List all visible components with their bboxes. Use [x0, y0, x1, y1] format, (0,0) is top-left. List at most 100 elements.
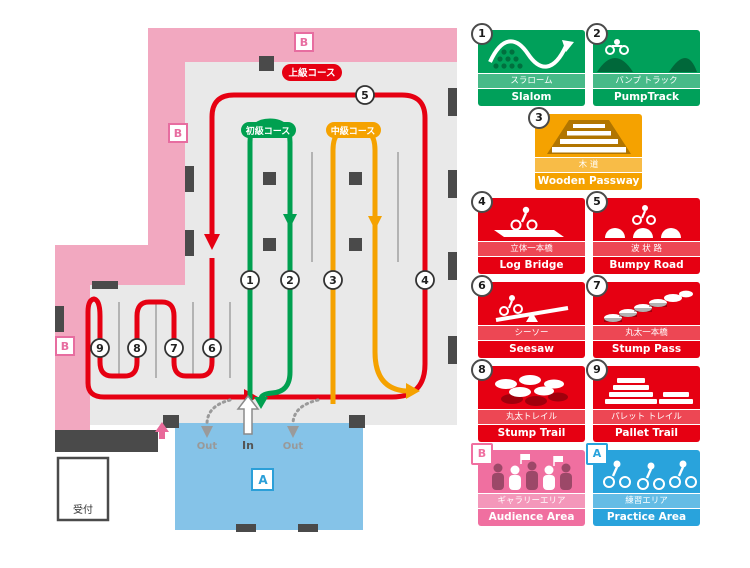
marker-9: 9 [90, 338, 110, 358]
out-label-left: Out [197, 441, 218, 452]
beginner-course-pill: 初級コース [241, 122, 296, 138]
map-area-badges: B B B A [55, 32, 314, 491]
intermediate-arrow-exit [406, 383, 420, 399]
svg-text:2: 2 [286, 274, 294, 287]
card-label-en: Seesaw [478, 340, 585, 357]
legend-card-wooden-passway: 3 木 道 Wooden Passway [528, 107, 642, 190]
advanced-course-pill: 上級コース [282, 64, 342, 81]
card-label-jp: 丸太トレイル [478, 409, 585, 424]
legend-card-audience-area: B ギャラリーエリア Audience Area [471, 443, 585, 526]
legend-card-bumpy-road: 5 波 状 路 Bumpy Road [586, 191, 700, 274]
marker-1: 1 [240, 270, 260, 290]
out-arrow-right [287, 426, 299, 438]
card-label-jp: シーソー [478, 325, 585, 340]
practice-badge: A [251, 468, 274, 491]
legend-card-seesaw: 6 シーソー Seesaw [471, 275, 585, 358]
seesaw-icon [478, 282, 585, 325]
marker-2: 2 [280, 270, 300, 290]
card-label-en: Bumpy Road [593, 256, 700, 273]
stump-trail-icon [478, 366, 585, 409]
pumptrack-icon [593, 30, 700, 73]
intermediate-course-pill: 中級コース [326, 122, 381, 138]
in-label: In [242, 439, 254, 452]
out-paths [205, 398, 320, 426]
log-bridge-icon [478, 198, 585, 241]
marker-5: 5 [355, 85, 375, 105]
card-label-jp: 木 道 [535, 157, 642, 172]
legend-card-pallet-trail: 9 パレット トレイル Pallet Trail [586, 359, 700, 442]
intermediate-arrow-mid [368, 216, 382, 230]
marker-6: 6 [202, 338, 222, 358]
legend-card-log-bridge: 4 立体一本橋 Log Bridge [471, 191, 585, 274]
card-label-jp: 練習エリア [593, 493, 700, 508]
in-arrow [236, 394, 260, 435]
card-number-badge: 8 [471, 359, 493, 381]
audience-badge-top: B [294, 32, 314, 52]
marker-7: 7 [164, 338, 184, 358]
card-label-en: Stump Pass [593, 340, 700, 357]
svg-text:B: B [174, 127, 182, 140]
svg-text:A: A [258, 473, 268, 487]
svg-text:9: 9 [96, 342, 104, 355]
card-number-badge: 4 [471, 191, 493, 213]
marker-8: 8 [127, 338, 147, 358]
card-label-jp: ギャラリーエリア [478, 493, 585, 508]
pallet-trail-icon [593, 366, 700, 409]
card-label-jp: 立体一本橋 [478, 241, 585, 256]
intermediate-course-label: 中級コース [331, 125, 376, 137]
card-label-en: Slalom [478, 88, 585, 105]
card-number-badge: 7 [586, 275, 608, 297]
advanced-arrow-down [204, 234, 220, 250]
bumpy-road-icon [593, 198, 700, 241]
divider-walls [118, 152, 399, 378]
legend-card-pumptrack: 2 バンプ トラック PumpTrack [586, 23, 700, 106]
card-label-en: Wooden Passway [535, 172, 642, 189]
beginner-arrow-exit [254, 397, 268, 409]
advanced-course-label: 上級コース [288, 67, 335, 79]
svg-text:1: 1 [246, 274, 254, 287]
practice-area-icon [593, 450, 700, 493]
legend-card-slalom: 1 スラローム Slalom [471, 23, 585, 106]
svg-text:B: B [61, 340, 69, 353]
card-label-en: Audience Area [478, 508, 585, 525]
course-map: 受付 [55, 28, 457, 532]
card-label-jp: バンプ トラック [593, 73, 700, 88]
course-markers: 1 2 3 4 5 6 7 8 9 [90, 85, 435, 358]
card-label-jp: パレット トレイル [593, 409, 700, 424]
reception-label: 受付 [73, 503, 93, 516]
audience-area-icon [478, 450, 585, 493]
beginner-course-label: 初級コース [246, 125, 291, 137]
svg-text:4: 4 [421, 274, 429, 287]
card-number-badge: 6 [471, 275, 493, 297]
card-number-badge: 9 [586, 359, 608, 381]
stump-pass-icon [593, 282, 700, 325]
svg-text:B: B [300, 36, 308, 49]
legend-card-practice-area: A 練習エリア Practice Area [586, 443, 700, 526]
slalom-icon [478, 30, 585, 73]
card-label-en: Pallet Trail [593, 424, 700, 441]
card-label-en: Log Bridge [478, 256, 585, 273]
audience-badge-farleft: B [55, 336, 75, 356]
card-number-badge: 5 [586, 191, 608, 213]
legend-card-stump-pass: 7 丸太一本橋 Stump Pass [586, 275, 700, 358]
svg-text:6: 6 [208, 342, 216, 355]
card-label-jp: スラローム [478, 73, 585, 88]
reception-box: 受付 [56, 456, 110, 522]
wooden-passway-icon [535, 114, 642, 157]
svg-text:5: 5 [361, 89, 369, 102]
card-letter-badge: B [471, 443, 493, 465]
svg-text:8: 8 [133, 342, 141, 355]
svg-text:3: 3 [329, 274, 337, 287]
card-letter-badge: A [586, 443, 608, 465]
audience-badge-left: B [168, 123, 188, 143]
card-label-en: Practice Area [593, 508, 700, 525]
card-number-badge: 1 [471, 23, 493, 45]
pillars [55, 56, 457, 532]
card-label-en: Stump Trail [478, 424, 585, 441]
legend-card-stump-trail: 8 丸太トレイル Stump Trail [471, 359, 585, 442]
marker-3: 3 [323, 270, 343, 290]
out-arrow-left [201, 426, 213, 438]
card-number-badge: 3 [528, 107, 550, 129]
audience-band [55, 28, 457, 436]
out-label-right: Out [283, 441, 304, 452]
